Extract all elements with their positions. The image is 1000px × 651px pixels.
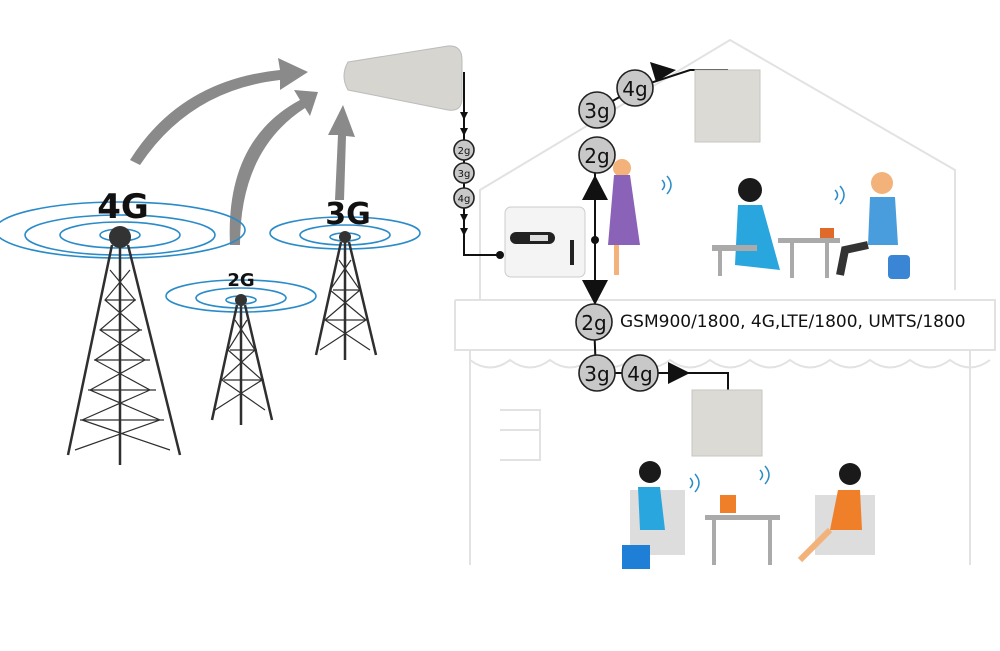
tower-4g bbox=[0, 201, 246, 465]
upper-node-2g: 2g bbox=[578, 136, 616, 174]
outdoor-node-3g-label: 3g bbox=[458, 169, 471, 180]
lower-node-2g: 2g bbox=[575, 303, 613, 341]
upper-node-3g: 3g bbox=[578, 91, 616, 129]
tower-3g-label: 3G bbox=[325, 197, 371, 232]
tower-2g-label: 2G bbox=[227, 270, 254, 291]
frequency-bands-label: GSM900/1800, 4G,LTE/1800, UMTS/1800 bbox=[620, 312, 966, 332]
tower-3g bbox=[269, 216, 421, 360]
outdoor-node-4g-label: 4g bbox=[458, 194, 471, 205]
indoor-antenna-lower bbox=[691, 389, 763, 457]
arrow-4g bbox=[130, 58, 308, 165]
outdoor-antenna bbox=[343, 45, 463, 111]
lower-node-3g-label: 3g bbox=[584, 362, 609, 386]
indoor-antenna-upper bbox=[694, 69, 761, 143]
wifi-signal-icons bbox=[661, 175, 845, 493]
upper-node-2g-label: 2g bbox=[584, 144, 609, 168]
house-outline bbox=[454, 38, 996, 565]
upper-node-3g-label: 3g bbox=[584, 99, 609, 123]
lower-node-3g: 3g bbox=[578, 354, 616, 392]
lower-node-2g-label: 2g bbox=[581, 311, 606, 335]
arrow-2g bbox=[229, 90, 318, 245]
signal-arrows bbox=[130, 58, 355, 245]
tower-4g-label: 4G bbox=[97, 187, 149, 227]
outdoor-cable bbox=[460, 72, 504, 259]
signal-booster-device bbox=[504, 206, 586, 278]
upper-node-4g: 4g bbox=[616, 69, 654, 107]
outdoor-node-4g: 4g bbox=[453, 187, 475, 209]
outdoor-node-3g: 3g bbox=[453, 162, 475, 184]
outdoor-node-2g: 2g bbox=[453, 139, 475, 161]
lower-node-4g-label: 4g bbox=[627, 362, 652, 386]
people-lower-floor bbox=[622, 461, 875, 569]
people-upper-floor bbox=[608, 159, 910, 279]
arrow-3g bbox=[328, 105, 355, 200]
lower-node-4g: 4g bbox=[621, 354, 659, 392]
tower-2g bbox=[165, 279, 317, 425]
upper-node-4g-label: 4g bbox=[622, 77, 647, 101]
outdoor-node-2g-label: 2g bbox=[458, 146, 471, 157]
